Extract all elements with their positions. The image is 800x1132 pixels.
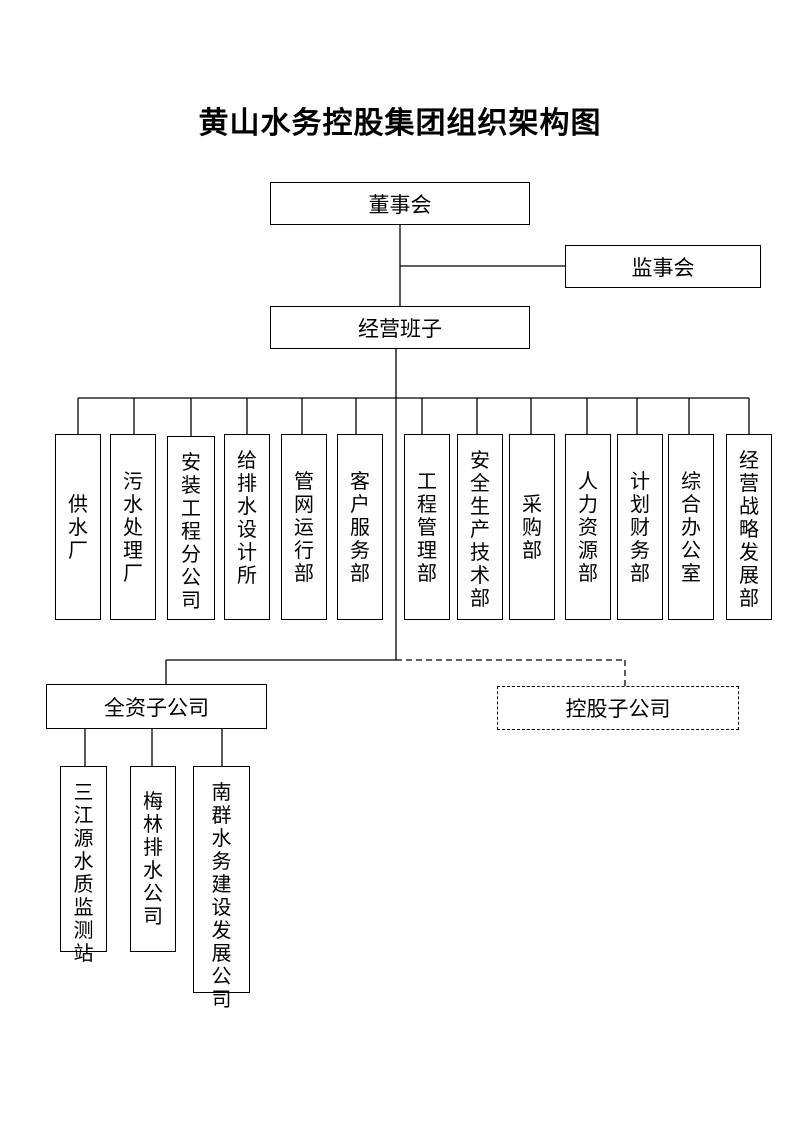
dept-box: 污水处理厂 xyxy=(110,434,156,620)
dept-label: 管网运行部 xyxy=(294,468,314,585)
dept-box: 采购部 xyxy=(509,434,555,620)
holding-label: 控股子公司 xyxy=(565,697,671,721)
dept-label: 人力资源部 xyxy=(578,468,598,585)
dept-label: 安装工程分公司 xyxy=(181,450,201,612)
subsidiary-label: 三江源水质监测站 xyxy=(73,780,94,965)
dept-box: 计划财务部 xyxy=(617,434,663,620)
dept-label: 采购部 xyxy=(522,491,542,562)
supervisory-board-box: 监事会 xyxy=(565,245,761,288)
subsidiary-drop-lines xyxy=(84,729,223,766)
dept-label: 计划财务部 xyxy=(630,468,650,585)
subsidiary-box: 三江源水质监测站 xyxy=(60,766,107,965)
management-label: 经营班子 xyxy=(358,316,442,341)
subsidiary-box: 梅林排水公司 xyxy=(130,766,176,952)
dept-box: 给排水设计所 xyxy=(224,434,270,620)
subsidiary-label: 南群水务建设发展公司 xyxy=(211,780,232,1011)
board-box: 董事会 xyxy=(270,182,530,225)
supervisory-label: 监事会 xyxy=(631,255,695,280)
dept-label: 给排水设计所 xyxy=(237,448,257,587)
wholly-owned-subsidiary-box: 全资子公司 xyxy=(46,684,267,729)
dept-label: 综合办公室 xyxy=(681,468,701,585)
board-label: 董事会 xyxy=(368,192,432,217)
department-drop-lines xyxy=(77,398,750,436)
wholly-owned-label: 全资子公司 xyxy=(104,695,209,720)
dept-label: 污水处理厂 xyxy=(123,468,143,585)
holding-subsidiary-box: 控股子公司 xyxy=(497,686,739,730)
dept-label: 供水厂 xyxy=(68,491,88,562)
dept-box: 安全生产技术部 xyxy=(457,434,503,620)
page-title: 黄山水务控股集团组织架构图 xyxy=(198,106,602,141)
dept-box: 经营战略发展部 xyxy=(726,434,772,620)
dept-box: 综合办公室 xyxy=(668,434,714,620)
management-box: 经营班子 xyxy=(270,306,530,349)
dept-label: 工程管理部 xyxy=(417,468,437,585)
dept-box: 安装工程分公司 xyxy=(167,436,215,620)
dept-label: 客户服务部 xyxy=(350,468,370,585)
dept-label: 安全生产技术部 xyxy=(470,448,490,610)
dept-box: 管网运行部 xyxy=(281,434,327,620)
subsidiary-box: 南群水务建设发展公司 xyxy=(193,766,250,1011)
dept-box: 供水厂 xyxy=(55,434,101,620)
dept-label: 经营战略发展部 xyxy=(739,448,759,610)
dept-box: 工程管理部 xyxy=(404,434,450,620)
dept-box: 客户服务部 xyxy=(337,434,383,620)
subsidiary-label: 梅林排水公司 xyxy=(143,789,163,928)
dept-box: 人力资源部 xyxy=(565,434,611,620)
